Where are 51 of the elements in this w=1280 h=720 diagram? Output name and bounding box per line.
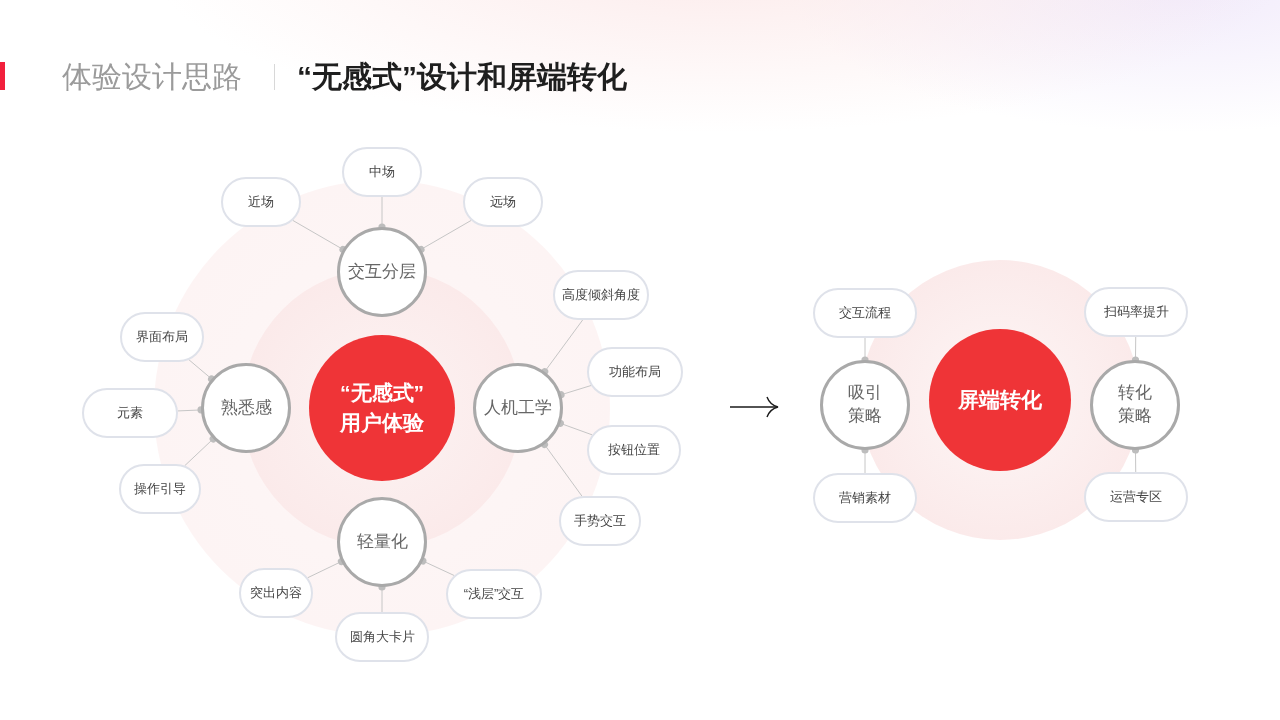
keyword-pill — [553, 270, 649, 320]
keyword-pill — [335, 612, 429, 662]
keyword-pill — [120, 312, 204, 362]
keyword-label: 中场 — [369, 163, 395, 181]
keyword-label: 元素 — [117, 404, 143, 422]
page-title: “无感式”设计和屏端转化 — [297, 59, 627, 95]
keyword-pill — [559, 496, 641, 546]
keyword-label: 扫码率提升 — [1103, 303, 1169, 321]
concept-label: 屏端转化 — [958, 387, 1042, 413]
connector-line — [292, 219, 347, 254]
keyword-label: 交互流程 — [839, 304, 891, 322]
keyword-label: “浅层”交互 — [463, 585, 525, 603]
topic-label: 交互分层 — [348, 260, 416, 283]
keyword-pill — [813, 473, 917, 523]
keyword-label: 运营专区 — [1110, 488, 1162, 506]
keyword-label: 功能布局 — [609, 363, 661, 381]
keyword-pill — [342, 147, 422, 197]
topic-label: 人机工学 — [484, 396, 552, 419]
keyword-pill — [239, 568, 313, 618]
keyword-pill — [587, 347, 683, 397]
keyword-pill — [813, 288, 917, 338]
connector-line — [188, 359, 216, 383]
section-heading: 体验设计思路 — [62, 59, 242, 95]
keyword-label: 远场 — [490, 193, 516, 211]
topic-label: 转化策略 — [1117, 382, 1153, 427]
connector-line — [419, 557, 455, 576]
keyword-label: 界面布局 — [136, 328, 188, 346]
topic-label: 轻量化 — [356, 530, 408, 553]
keyword-pill — [221, 177, 301, 227]
keyword-label: 高度倾斜角度 — [562, 286, 640, 304]
topic-label: 吸引策略 — [847, 382, 883, 427]
keyword-label: 营销素材 — [839, 489, 891, 507]
keyword-pill — [82, 388, 178, 438]
connector-line — [417, 219, 472, 254]
keyword-label: 圆角大卡片 — [349, 628, 415, 646]
connector-line — [184, 435, 217, 467]
keyword-label: 手势交互 — [574, 512, 626, 530]
keyword-pill — [119, 464, 201, 514]
connector-line — [540, 440, 583, 497]
concept-label: “无感式”用户体验 — [339, 380, 425, 436]
keyword-pill — [446, 569, 542, 619]
keyword-label: 操作引导 — [134, 480, 186, 498]
keyword-label: 突出内容 — [250, 584, 302, 602]
keyword-pill — [1084, 287, 1188, 337]
keyword-label: 近场 — [248, 193, 274, 211]
connector-line — [541, 319, 584, 376]
topic-label: 熟悉感 — [220, 396, 272, 419]
keyword-pill — [1084, 472, 1188, 522]
keyword-pill — [587, 425, 681, 475]
keyword-pill — [463, 177, 543, 227]
keyword-label: 按钮位置 — [608, 441, 660, 459]
